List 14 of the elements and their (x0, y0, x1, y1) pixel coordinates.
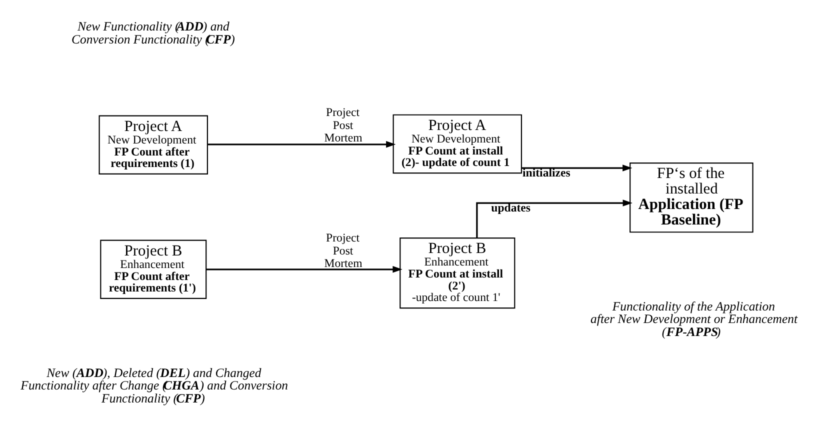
node-box: FP‘s of the installed Application (FP Baseline) (630, 162, 754, 233)
node-box: Project B Enhancement FP Count at install (2') -update of count 1' (400, 238, 516, 309)
arrow (476, 200, 632, 238)
edge-label: Project Post Mortem (324, 230, 362, 270)
node-box: Project A New Development FP Count after requirements (1) (98, 115, 208, 174)
node-box: Project B Enhancement FP Count after requirements (1') (100, 240, 207, 300)
node-box: Project A New Development FP Count at install (2)- update of count 1 (392, 114, 522, 174)
arrow (208, 141, 396, 148)
label: Functionality of the Application after New Development or Enhancement (FP-APPS) (590, 299, 798, 339)
arrow (522, 164, 632, 172)
arrow (206, 266, 402, 273)
edge-label: updates (491, 200, 531, 215)
edge-label: initializes (522, 166, 570, 180)
edge-label: Project Post Mortem (324, 105, 362, 145)
